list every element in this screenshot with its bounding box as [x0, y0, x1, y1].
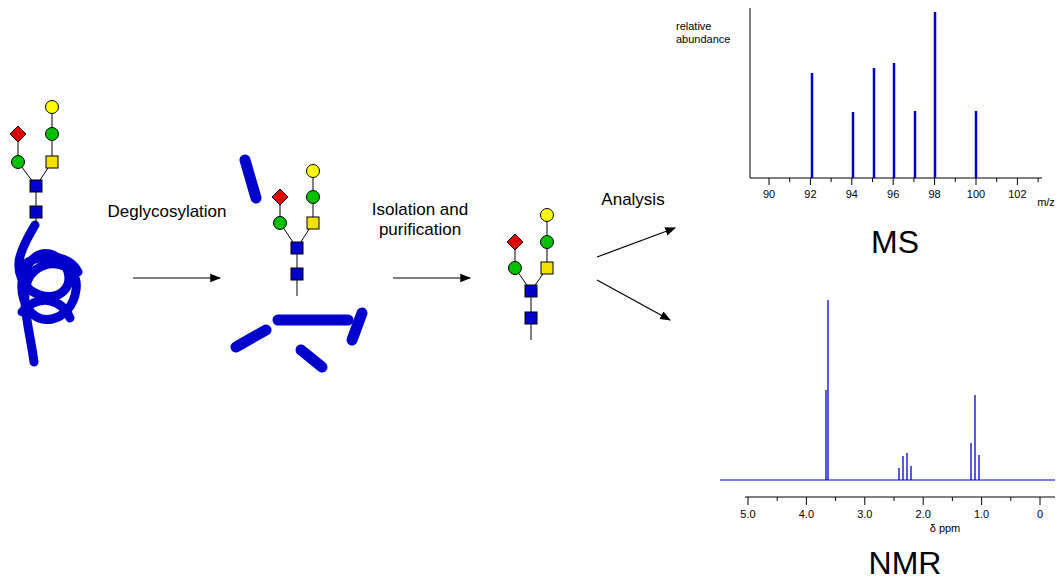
axis-title: m/z — [1037, 196, 1055, 209]
axis-tick — [923, 497, 924, 505]
axis-tick — [872, 178, 873, 182]
tick-label: 1.0 — [974, 508, 989, 521]
axis-tick — [810, 178, 811, 185]
step-label: Isolation and purification — [355, 200, 485, 239]
axis-tick — [894, 497, 895, 501]
axis-tick — [777, 497, 778, 501]
step-label: Deglycosylation — [107, 202, 226, 222]
axis-tick — [769, 178, 770, 185]
axis-tick — [976, 178, 977, 185]
axis-tick — [955, 178, 956, 182]
axis-tick — [1040, 497, 1041, 505]
tick-label: 3.0 — [857, 508, 872, 521]
tick-label: 0 — [1037, 508, 1043, 521]
technique-label: NMR — [869, 545, 942, 581]
axis-tick — [913, 178, 914, 182]
axis-tick — [1010, 497, 1011, 501]
step-label: Analysis — [601, 190, 664, 210]
released-glycan — [236, 160, 362, 367]
axis-tick — [831, 178, 832, 182]
ms-spectrum — [750, 8, 1042, 185]
tick-label: 4.0 — [799, 508, 814, 521]
tick-label: 5.0 — [740, 508, 755, 521]
technique-label: MS — [871, 224, 919, 261]
axis-title: δ ppm — [930, 522, 961, 535]
tick-label: 94 — [846, 188, 858, 201]
axis-tick — [789, 178, 790, 182]
axis-tick — [748, 497, 749, 505]
process-arrow — [133, 228, 675, 320]
tick-label: 98 — [928, 188, 940, 201]
axis-tick — [996, 178, 997, 182]
tick-label: 2.0 — [916, 508, 931, 521]
tick-label: 90 — [763, 188, 775, 201]
axis-tick — [864, 497, 865, 505]
tick-label: 100 — [967, 188, 985, 201]
axis-tick — [893, 178, 894, 185]
axis-tick — [952, 497, 953, 501]
axis-tick — [851, 178, 852, 185]
nmr-spectrum — [720, 300, 1055, 505]
axis-title: relative abundance — [676, 20, 748, 45]
axis-tick — [1038, 178, 1039, 182]
axis-tick — [934, 178, 935, 185]
axis-tick — [806, 497, 807, 505]
axis-tick — [835, 497, 836, 501]
tick-label: 92 — [804, 188, 816, 201]
axis-tick — [1017, 178, 1018, 185]
tick-label: 102 — [1008, 188, 1026, 201]
axis-tick — [981, 497, 982, 505]
purified-glycan — [507, 209, 554, 341]
glycoprotein — [10, 101, 78, 363]
tick-label: 96 — [887, 188, 899, 201]
